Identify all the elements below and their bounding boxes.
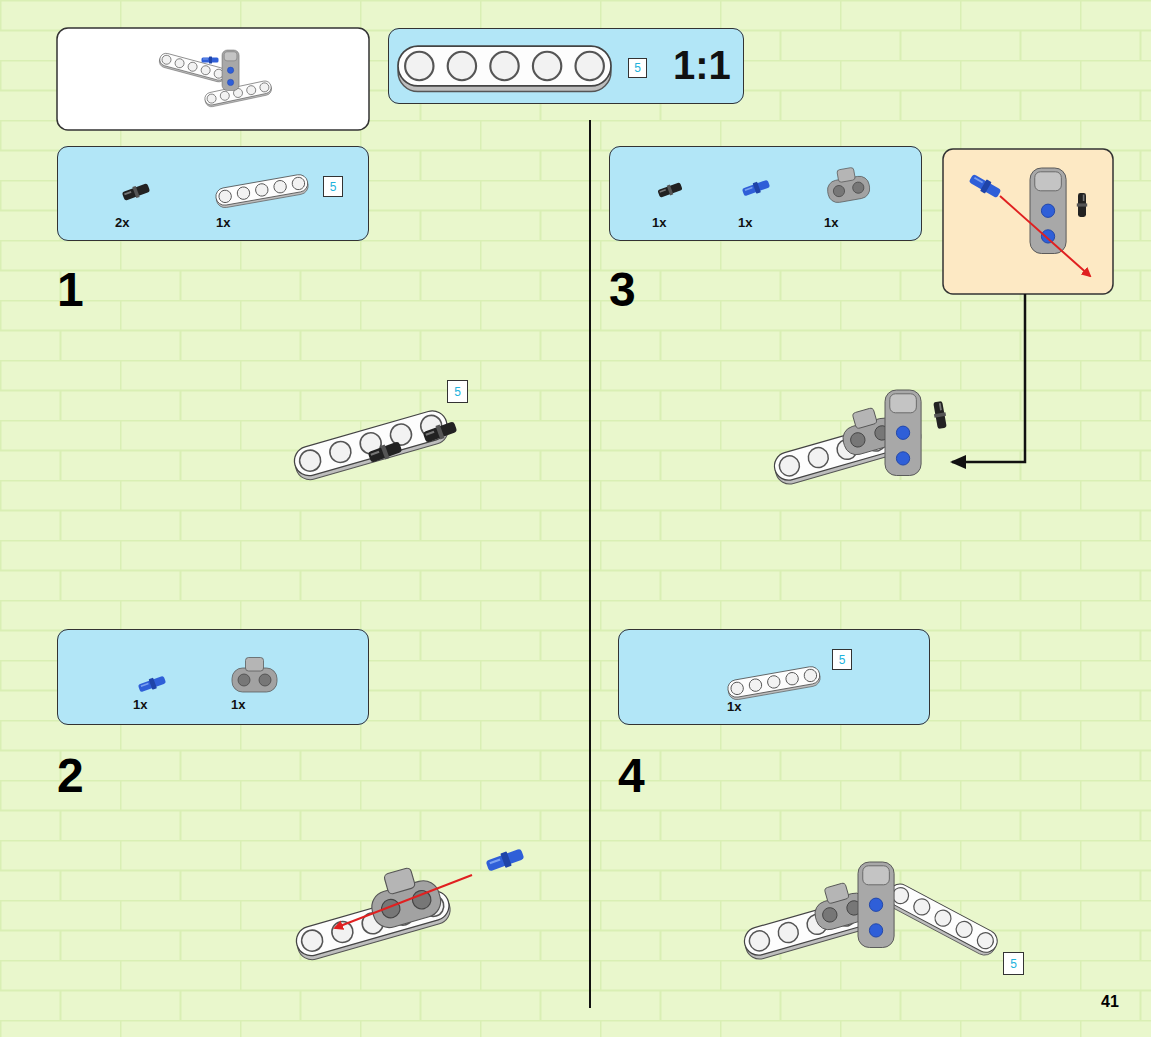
- beam-length-box: 5: [628, 58, 647, 78]
- page-number: 41: [1101, 994, 1119, 1010]
- beam-length-box: 5: [832, 649, 852, 670]
- scale-panel: 1:1 5: [388, 28, 744, 104]
- beam-length-box: 5: [323, 176, 343, 197]
- part-count: 1x: [231, 698, 245, 711]
- parts-panel: 1x 1x 1x: [609, 146, 922, 241]
- part-count: 2x: [115, 216, 129, 229]
- step-number: 2: [57, 752, 84, 800]
- scale-label: 1:1: [673, 45, 731, 85]
- step-number: 4: [618, 752, 645, 800]
- callout-number: 5: [634, 62, 641, 74]
- parts-panel: 1x 1x: [57, 629, 369, 725]
- step-number: 1: [57, 266, 84, 314]
- callout-number: 5: [454, 386, 461, 398]
- callout-number: 5: [330, 181, 337, 193]
- part-count: 1x: [727, 700, 741, 713]
- step-number: 3: [609, 266, 636, 314]
- callout-number: 5: [839, 654, 846, 666]
- part-count: 1x: [652, 216, 666, 229]
- parts-panel: 1x 5: [618, 629, 930, 725]
- part-count: 1x: [738, 216, 752, 229]
- parts-panel: 2x 1x 5: [57, 146, 369, 241]
- part-count: 1x: [133, 698, 147, 711]
- beam-length-box: 5: [1003, 952, 1024, 975]
- beam-length-box: 5: [447, 380, 468, 403]
- part-count: 1x: [824, 216, 838, 229]
- callout-number: 5: [1010, 958, 1017, 970]
- part-count: 1x: [216, 216, 230, 229]
